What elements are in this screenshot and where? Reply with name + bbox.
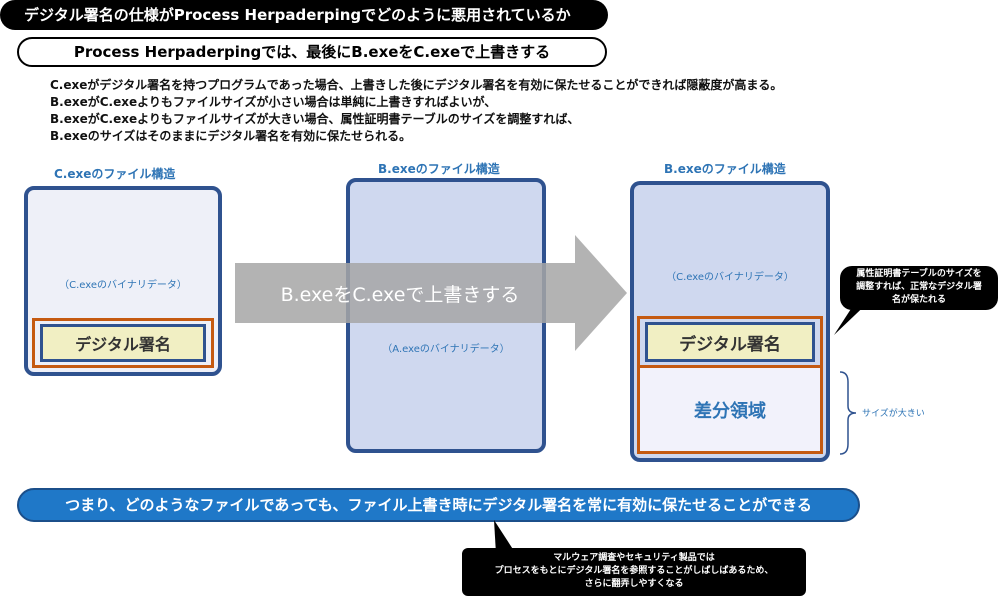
overwrite-arrow: [235, 235, 627, 351]
middle-binary-label: （A.exeのバイナリデータ）: [382, 344, 510, 355]
analysis-callout: マルウェア調査やセキュリティ製品では プロセスをもとにデジタル署名を参照すること…: [462, 548, 806, 596]
description-block: C.exeがデジタル署名を持つプログラムであった場合、上書きした後にデジタル署名…: [50, 77, 782, 145]
arrow-shape: [235, 235, 627, 351]
callout-line: 調整すれば、正常なデジタル署: [856, 282, 982, 292]
page-title: デジタル署名の仕様がProcess Herpaderpingでどのように悪用され…: [0, 0, 608, 30]
diff-region-box: 差分領域: [637, 365, 823, 454]
size-note-label: サイズが大きい: [862, 409, 925, 419]
right-signature-box: デジタル署名: [645, 322, 815, 362]
left-file-label: C.exeのファイル構造: [54, 167, 176, 181]
left-signature-frame: [32, 318, 214, 368]
description-line: B.exeがC.exeよりもファイルサイズが大きい場合、属性証明書テーブルのサイ…: [50, 112, 580, 126]
left-signature-box: デジタル署名: [40, 324, 206, 362]
callout-line: 属性証明書テーブルのサイズを: [856, 269, 982, 279]
callout-line: プロセスをもとにデジタル署名を参照することがしばしばあるため、: [494, 566, 774, 576]
callout-line: さらに翻弄しやすくなる: [584, 579, 684, 589]
left-binary-label: （C.exeのバイナリデータ）: [59, 280, 187, 291]
attribute-table-callout: 属性証明書テーブルのサイズを 調整すれば、正常なデジタル署 名が保たれる: [840, 266, 998, 310]
description-line: B.exeのサイズはそのままにデジタル署名を有効に保たせられる。: [50, 129, 412, 143]
right-binary-label: （C.exeのバイナリデータ）: [666, 272, 794, 283]
callout-line: マルウェア調査やセキュリティ製品では: [553, 553, 715, 563]
description-line: B.exeがC.exeよりもファイルサイズが小さい場合は単純に上書きすればよいが…: [50, 95, 497, 109]
arrow-label: B.exeをC.exeで上書きする: [280, 284, 520, 306]
description-line: C.exeがデジタル署名を持つプログラムであった場合、上書きした後にデジタル署名…: [50, 78, 783, 92]
callout-line: 名が保たれる: [891, 295, 946, 305]
middle-file-label: B.exeのファイル構造: [378, 162, 500, 176]
size-brace-icon: [839, 371, 857, 455]
bottom-callout-pointer: [494, 520, 516, 554]
right-file-label: B.exeのファイル構造: [664, 162, 786, 176]
subtitle-banner: Process Herpaderpingでは、最後にB.exeをC.exeで上書…: [17, 37, 607, 67]
conclusion-banner: つまり、どのようなファイルであっても、ファイル上書き時にデジタル署名を常に有効に…: [17, 488, 860, 522]
